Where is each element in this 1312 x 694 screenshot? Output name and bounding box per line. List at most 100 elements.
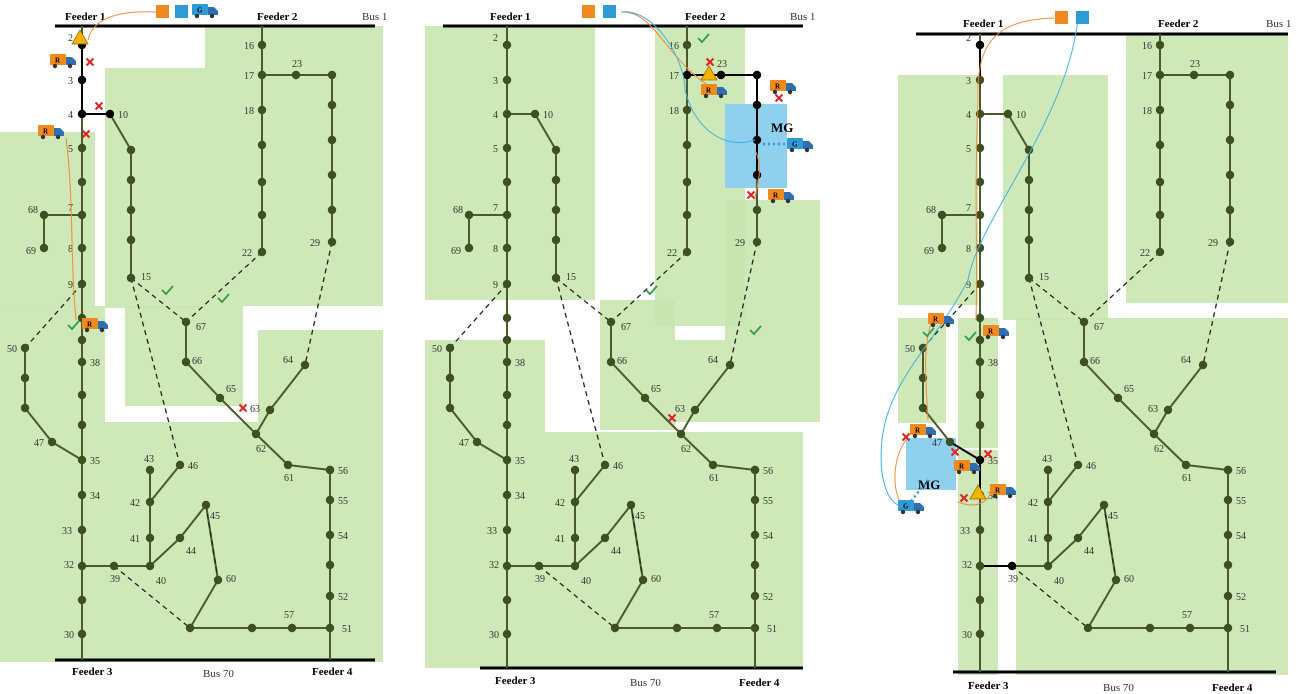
node-label: 8 (966, 244, 971, 255)
bus-node (1083, 623, 1093, 633)
branch-line (255, 409, 271, 435)
bus-node (640, 393, 650, 403)
node-label: 65 (226, 384, 236, 395)
bus-node (1024, 175, 1034, 185)
node-label: 29 (310, 238, 320, 249)
bus-node (725, 360, 735, 370)
truck-cargo (701, 84, 717, 95)
feeder-2-label: Feeder 2 (257, 11, 298, 23)
bus-node (750, 623, 760, 633)
bus-node (975, 561, 985, 571)
node-label: 4 (493, 110, 498, 121)
truck-cab (786, 83, 796, 91)
bus-node (77, 490, 87, 500)
branch-line (476, 441, 508, 461)
bus-node (445, 373, 455, 383)
truck-cargo (50, 54, 66, 65)
bus-node (327, 237, 337, 247)
truck-wheel (992, 493, 998, 499)
bus-node (464, 210, 474, 220)
node-label: 5 (493, 144, 498, 155)
repair-route-path (925, 319, 933, 421)
branch-line (614, 579, 644, 629)
bus-node (1225, 135, 1235, 145)
bus-node (502, 390, 512, 400)
node-label: 60 (1124, 574, 1134, 585)
node-label: 43 (1042, 454, 1052, 465)
truck-wheel (703, 93, 709, 99)
repair-route-path (957, 493, 991, 506)
node-label: 8 (493, 244, 498, 255)
truck-wheel (1000, 334, 1006, 340)
repair-route-path (620, 11, 716, 91)
bus-node (1145, 623, 1155, 633)
cross-icon (238, 403, 248, 413)
node-label: 18 (244, 106, 254, 117)
bus-node (327, 170, 337, 180)
truck-letter: R (915, 427, 921, 435)
bus-node (1155, 70, 1165, 80)
node-label: 5 (966, 144, 971, 155)
bus-node (1149, 429, 1159, 439)
tie-switch-line (630, 504, 644, 581)
node-label: 69 (924, 246, 934, 257)
repair-route-path (65, 137, 77, 321)
bus-node (145, 561, 155, 571)
branch-line (680, 409, 696, 435)
truck-wheel (915, 509, 921, 515)
zone-area (105, 68, 205, 308)
truck-letter: R (55, 57, 61, 65)
node-label: 16 (669, 41, 679, 52)
bus-node (502, 75, 512, 85)
branch-line (51, 441, 83, 461)
node-label: 8 (68, 244, 73, 255)
mobile-generator-truck-icon: G (787, 138, 813, 153)
node-label: 45 (635, 511, 645, 522)
bus-node (682, 210, 692, 220)
bus-node (975, 525, 985, 535)
branch-line (604, 504, 632, 539)
node-label: 68 (926, 205, 936, 216)
bus-1-label: Bus 1 (1266, 18, 1291, 30)
node-label: 61 (1182, 473, 1192, 484)
node-label: 67 (1094, 322, 1104, 333)
truck-letter: R (959, 463, 965, 471)
bus-node (600, 533, 610, 543)
feeder-2-label: Feeder 2 (685, 11, 726, 23)
truck-cab (66, 57, 76, 65)
panel-3: 2345789686910151617182223295038473534333… (880, 11, 1291, 694)
bus-node (676, 429, 686, 439)
bus-1-label: Bus 1 (362, 11, 387, 23)
truck-wheel (785, 198, 791, 204)
bus-node (77, 335, 87, 345)
bus-node (502, 595, 512, 605)
zone-area (0, 422, 383, 662)
branch-line (1047, 537, 1079, 567)
truck-wheel (99, 327, 105, 333)
bus-node (750, 465, 760, 475)
repair-route-path (975, 17, 1055, 321)
branch-line (24, 407, 53, 443)
node-label: 44 (186, 546, 196, 557)
node-label: 57 (284, 610, 294, 621)
truck-letter: R (706, 87, 712, 95)
bus-70-label: Bus 70 (203, 668, 234, 680)
truck-wheel (209, 13, 215, 19)
bus-node (1003, 109, 1013, 119)
bus-node (716, 70, 726, 80)
cross-icon (94, 101, 104, 111)
cross-icon (667, 413, 677, 423)
bus-node (1043, 465, 1053, 475)
node-label: 38 (90, 358, 100, 369)
zone-area (0, 132, 95, 307)
branch-line (574, 464, 606, 503)
bus-node (257, 70, 267, 80)
repair-crew-truck-icon: R (768, 189, 794, 204)
bus-node (551, 273, 561, 283)
battery-orange-icon (156, 5, 169, 18)
bus-node (257, 210, 267, 220)
truck-cargo (38, 125, 54, 136)
check-icon (645, 285, 658, 296)
truck-wheel (927, 433, 933, 439)
branch-line (610, 361, 646, 399)
